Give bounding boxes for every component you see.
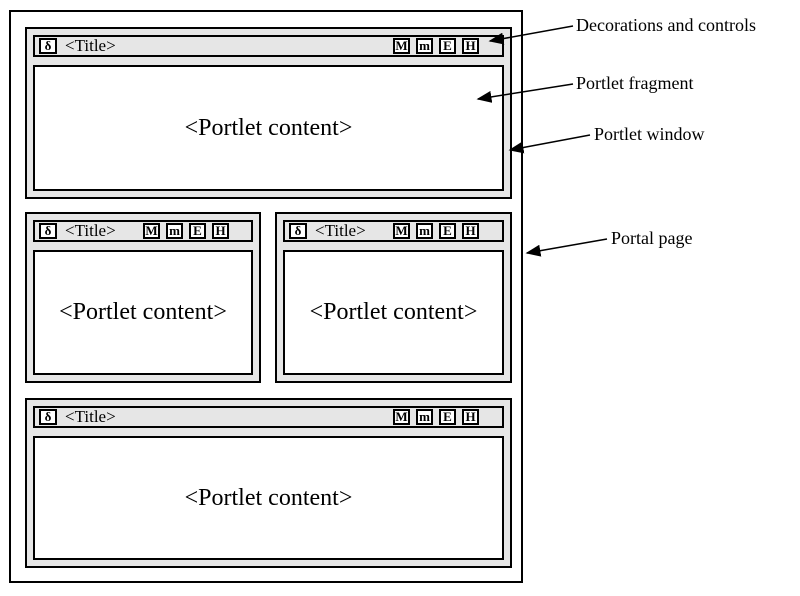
decoration-icon[interactable]: δ [39,409,57,425]
arrow-window [508,134,591,154]
edit-control[interactable]: E [189,223,206,239]
portlet-fragment: <Portlet content> [33,65,504,191]
portlet-window-bottom: δ <Title> M m E H <Portlet content> [25,398,512,568]
maximize-control[interactable]: M [393,38,410,54]
edit-control[interactable]: E [439,409,456,425]
help-control[interactable]: H [462,38,479,54]
portlet-content: <Portlet content> [309,299,478,325]
portlet-content: <Portlet content> [184,484,353,511]
portlet-content: <Portlet content> [59,299,227,325]
minimize-control[interactable]: m [166,223,183,239]
help-control[interactable]: H [462,409,479,425]
callout-page: Portal page [611,228,693,248]
minimize-control[interactable]: m [416,223,433,239]
help-control[interactable]: H [212,223,229,239]
decoration-icon[interactable]: δ [39,38,57,54]
portlet-title: <Title> [65,221,116,240]
callout-decorations: Decorations and controls [576,15,756,35]
portlet-fragment: <Portlet content> [283,250,504,375]
maximize-control[interactable]: M [393,409,410,425]
callout-fragment: Portlet fragment [576,73,694,93]
portlet-fragment: <Portlet content> [33,436,504,560]
edit-control[interactable]: E [439,223,456,239]
portlet-content: <Portlet content> [184,114,353,141]
portlet-title: <Title> [65,36,116,55]
decoration-icon[interactable]: δ [39,223,57,239]
callout-window: Portlet window [594,124,705,144]
portlet-fragment: <Portlet content> [33,250,253,375]
portlet-titlebar: δ <Title> M m E H [283,220,504,242]
arrow-page [525,238,608,257]
decoration-icon[interactable]: δ [289,223,307,239]
maximize-control[interactable]: M [393,223,410,239]
portlet-titlebar: δ <Title> M m E H [33,406,504,428]
portlet-titlebar: δ <Title> M m E H [33,220,253,242]
help-control[interactable]: H [462,223,479,239]
portlet-window-middle-left: δ <Title> M m E H <Portlet content> [25,212,261,383]
portlet-window-middle-right: δ <Title> M m E H <Portlet content> [275,212,512,383]
maximize-control[interactable]: M [143,223,160,239]
portlet-window-top: δ <Title> M m E H <Portlet content> [25,27,512,199]
arrow-decorations [488,25,574,45]
portlet-title: <Title> [315,221,366,240]
portlet-title: <Title> [65,407,116,426]
minimize-control[interactable]: m [416,38,433,54]
portlet-titlebar: δ <Title> M m E H [33,35,504,57]
edit-control[interactable]: E [439,38,456,54]
minimize-control[interactable]: m [416,409,433,425]
arrow-fragment [476,83,574,103]
